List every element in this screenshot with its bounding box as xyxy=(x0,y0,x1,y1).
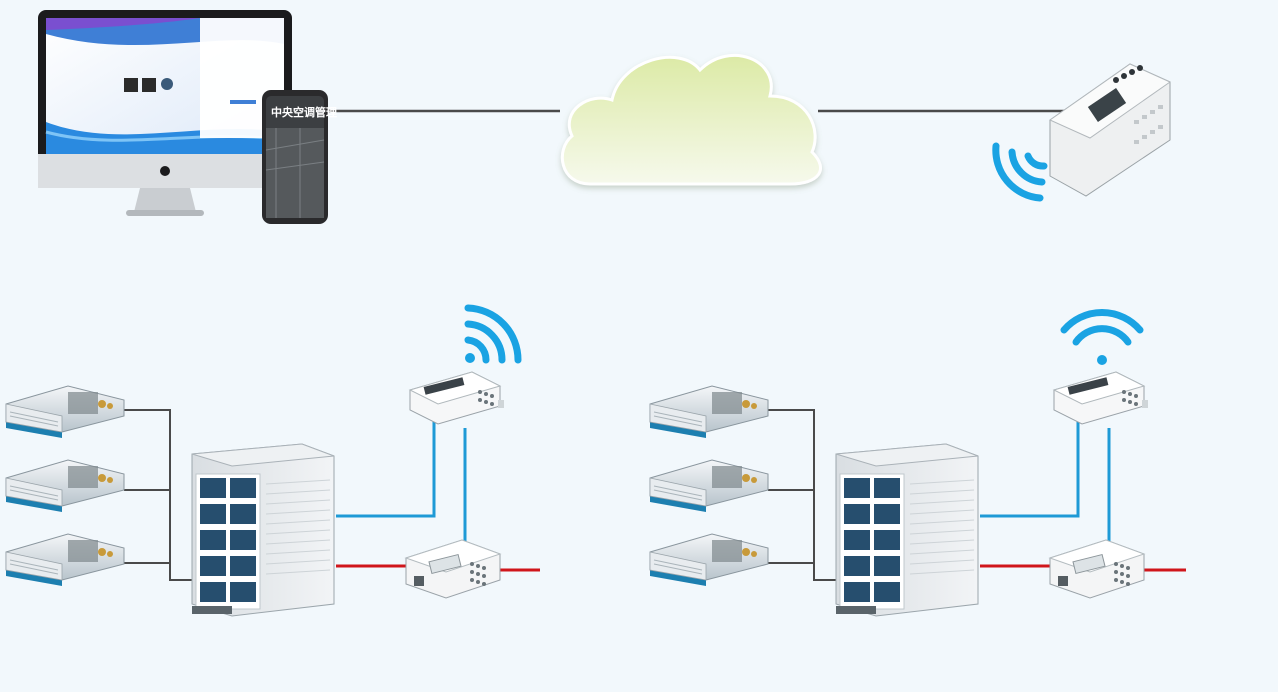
controller-icon xyxy=(405,539,501,599)
controller-icon xyxy=(1049,539,1145,599)
system-left xyxy=(5,304,540,617)
gateway-device-icon xyxy=(1048,63,1172,197)
wifi-signal-icon xyxy=(992,142,1048,202)
wifi-module-icon xyxy=(1053,371,1149,425)
indoor-duct-unit-icon xyxy=(5,533,125,587)
indoor-duct-unit-icon xyxy=(5,385,125,439)
indoor-duct-unit-icon xyxy=(5,459,125,513)
wifi-dot xyxy=(1097,355,1107,365)
imac-icon xyxy=(38,10,292,216)
wifi-signal-icon xyxy=(1060,309,1144,346)
system-right xyxy=(649,309,1186,617)
outdoor-unit-icon xyxy=(835,443,979,617)
wifi-signal-icon xyxy=(464,304,522,364)
cloud-icon xyxy=(560,53,822,186)
indoor-duct-unit-icon xyxy=(649,533,769,587)
outdoor-unit-icon xyxy=(191,443,335,617)
wifi-module-icon xyxy=(409,371,505,425)
wifi-dot xyxy=(465,353,475,363)
indoor-duct-unit-icon xyxy=(649,385,769,439)
phone-app-title: 中央空调管理 xyxy=(271,105,337,119)
smartphone-icon: 中央空调管理 xyxy=(262,90,337,224)
indoor-duct-unit-icon xyxy=(649,459,769,513)
